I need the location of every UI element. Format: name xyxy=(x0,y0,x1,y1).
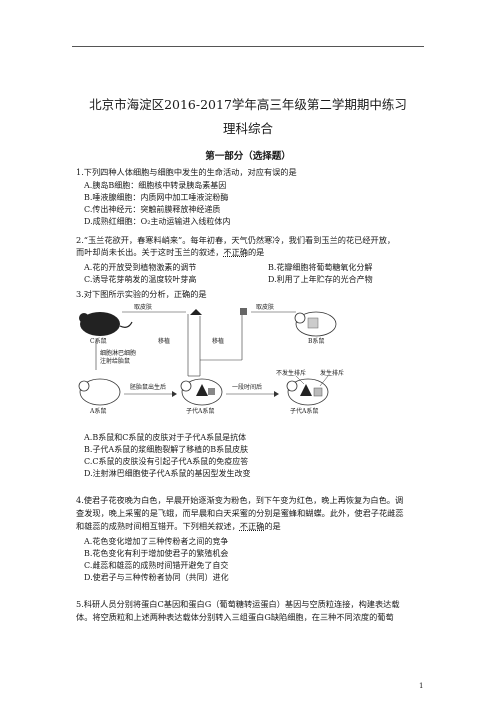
triangle-marker-icon xyxy=(190,309,202,315)
q3-diagram: 取皮肤 取皮肤 C系鼠 B系鼠 移植 移植 细胞淋巴细胞 注射给胎鼠 胚胎鼠出生… xyxy=(76,300,372,420)
q3-stem: 3.对下图所示实验的分析，正确的是 xyxy=(76,289,207,299)
page-title: 北京市海淀区2016-2017学年高三年级第二学期期中练习 xyxy=(89,97,407,112)
page-number: 1 xyxy=(419,682,424,690)
label-skin-left: 取皮肤 xyxy=(134,304,153,311)
q4-option-c: C.雌蕊和雄蕊的成熟时间错开避免了自交 xyxy=(84,561,229,570)
q5-stem-line2: 体。将空质粒和上述两种表达载体分别转入三组蛋白G缺陷细胞，在三种不同浓度的葡萄 xyxy=(76,612,394,622)
q3-option-d: D.注射淋巴细胞使子代A系鼠的基因型发生改变 xyxy=(84,469,251,478)
q2-stem-line1: 2.“玉兰花欲开，春寒料峭来”。每年初春，天气仍然寒冷，我们看到玉兰的花已经开放… xyxy=(76,235,396,245)
q1-stem: 1.下列四种人体细胞与细胞中发生的生命活动，对应有误的是 xyxy=(76,167,297,177)
q1-option-a: A.胰岛B细胞：细胞核中转录胰岛素基因 xyxy=(84,181,227,190)
label-a-mouse: A系鼠 xyxy=(90,408,107,415)
q2-stem-line2: 而叶却尚未长出。关于这时玉兰的叙述，不正确的是 xyxy=(76,247,265,257)
q1-option-d: D.成熟红细胞：O₂主动运输进入线粒体内 xyxy=(84,217,231,226)
q5-stem-line1: 5.科研人员分别将蛋白C基因和蛋白G（葡萄糖转运蛋白）基因与空质粒连接，构建表达… xyxy=(76,599,400,609)
label-inject-2: 注射给胎鼠 xyxy=(100,358,131,365)
q4-option-d: D.使君子与三种传粉者协同（共同）进化 xyxy=(84,573,229,582)
q2-option-a: A.花的开放受到植物激素的调节 xyxy=(84,263,197,272)
label-transplant-2: 移植 xyxy=(212,338,225,345)
offspring-mouse-1-icon xyxy=(180,378,223,406)
q4-option-b: B.花色变化有利于增加使君子的繁殖机会 xyxy=(84,549,229,558)
label-reject: 发生排斥 xyxy=(320,370,345,377)
label-c-mouse: C系鼠 xyxy=(90,338,107,345)
label-growth: 胚胎鼠出生后 xyxy=(130,384,167,391)
offspring-mouse-2-icon xyxy=(286,378,329,406)
section-title: 第一部分（选择题） xyxy=(205,151,291,162)
q4-stem-line3: 和雄蕊的成熟时间相互错开。下列相关叙述，不正确的是 xyxy=(76,521,281,531)
label-no-reject: 不发生排斥 xyxy=(276,370,307,377)
q1-option-c: C.传出神经元：突触前膜释放神经递质 xyxy=(84,205,221,214)
q3-option-a: A.B系鼠和C系鼠的皮肤对于子代A系鼠是抗体 xyxy=(84,433,247,442)
q3-diagram-drawing xyxy=(78,308,337,406)
label-inject-1: 细胞淋巴细胞 xyxy=(100,350,137,357)
header-rule xyxy=(72,46,424,47)
q3-option-b: B.子代A系鼠的浆细胞裂解了移植的B系鼠皮肤 xyxy=(84,445,249,454)
q2-option-d: D.利用了上年贮存的光合产物 xyxy=(268,275,373,284)
q4-emphasis: 不正确 xyxy=(239,521,265,531)
label-later: 一段时间后 xyxy=(232,384,263,391)
q2-emphasis: 不正确 xyxy=(223,247,248,257)
q4-option-a: A.花色变化增加了三种传粉者之间的竞争 xyxy=(84,537,229,546)
mouse-a-icon xyxy=(78,378,121,406)
label-transplant-1: 移植 xyxy=(158,338,171,345)
q2-option-c: C.诱导花芽萌发的温度较叶芽高 xyxy=(84,275,197,284)
q1-option-b: B.唾液腺细胞：内质网中加工唾液淀粉酶 xyxy=(84,193,229,202)
q3-option-c: C.C系鼠的皮肤没有引起子代A系鼠的免疫应答 xyxy=(84,457,249,466)
label-offspring-2: 子代A系鼠 xyxy=(290,408,319,415)
q4-stem-line1: 4.使君子花夜晚为白色，早晨开始逐渐变为粉色，到下午变为红色，晚上再恢复为白色。… xyxy=(76,495,404,505)
label-offspring-1: 子代A系鼠 xyxy=(186,408,215,415)
page-subtitle: 理科综合 xyxy=(222,121,273,136)
q4-stem-line2: 查发现，晚上采蜜的是飞蛾，而早晨和白天采蜜的分别是蜜蜂和蝴蝶。此外，使君子花雌蕊 xyxy=(76,508,404,518)
label-skin-right: 取皮肤 xyxy=(256,304,275,311)
mouse-b-icon xyxy=(294,311,337,337)
label-b-mouse: B系鼠 xyxy=(308,338,325,345)
mouse-c-icon xyxy=(79,312,133,336)
square-marker-icon xyxy=(240,308,247,315)
q2-option-b: B.花瓣细胞将葡萄糖氧化分解 xyxy=(268,263,373,272)
